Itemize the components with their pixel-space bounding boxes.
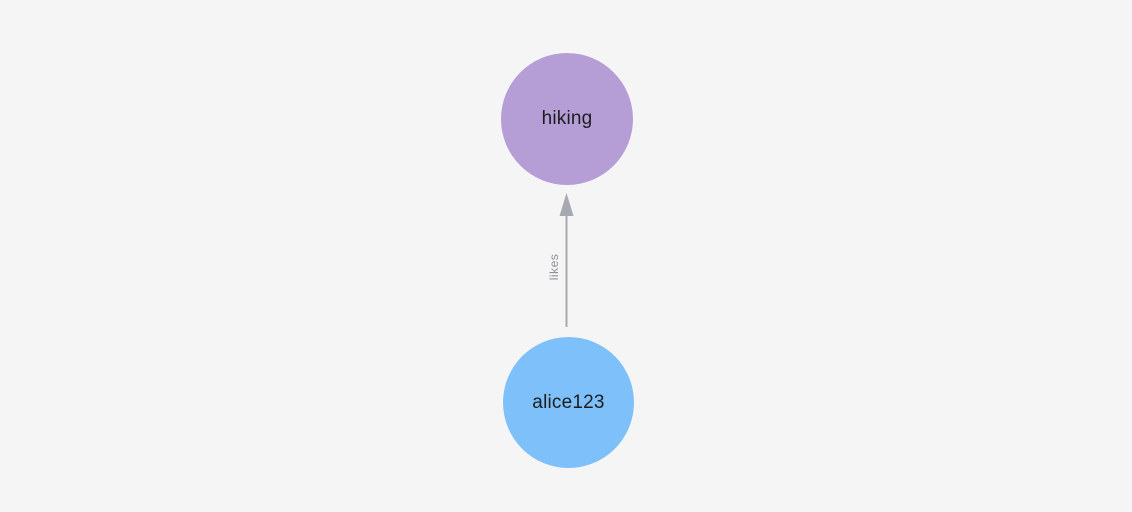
edge-label-likes: likes: [547, 253, 561, 281]
node-hiking-label: hiking: [541, 108, 593, 129]
node-alice123[interactable]: alice123: [503, 337, 634, 468]
node-alice123-label: alice123: [532, 391, 605, 413]
edge-arrowhead-icon: [559, 193, 574, 216]
node-hiking[interactable]: hiking: [501, 53, 633, 185]
